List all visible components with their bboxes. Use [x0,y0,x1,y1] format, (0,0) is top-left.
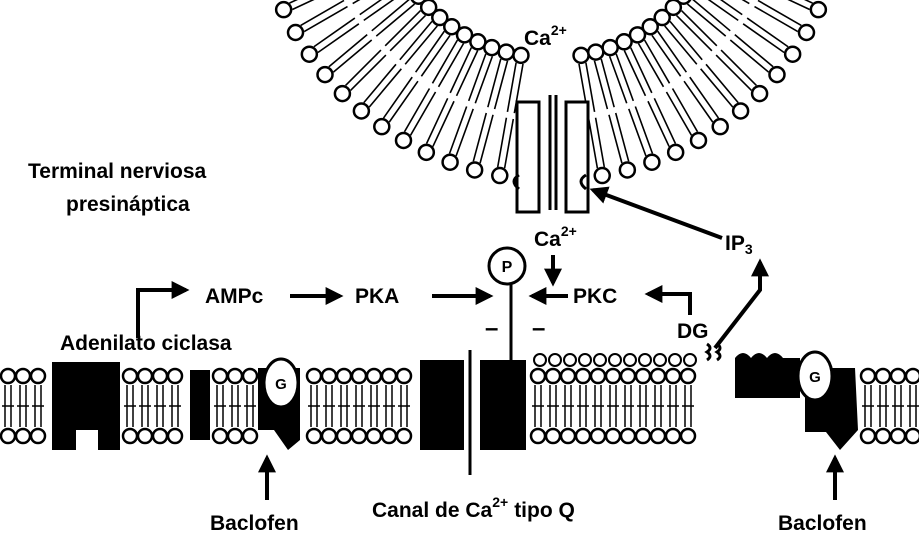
baclofen-right-label: Baclofen [778,512,867,534]
arrow-dg-to-ip3 [715,262,760,348]
g-protein-right: G [798,352,832,400]
minus-right: – [532,315,545,342]
pka-label: PKA [355,285,399,308]
terminal-label-line2: presináptica [66,193,190,216]
phosphorylation-site: P [489,248,525,284]
ampc-label: AMPc [205,285,264,308]
pkc-label: PKC [573,285,617,308]
phosphate-label: P [502,259,513,276]
arrow-dg-to-pkc [648,294,690,315]
g-protein-right-label: G [809,369,821,386]
right-receptor-complex [707,344,858,450]
baclofen-left-label: Baclofen [210,512,299,534]
vesicle-calcium-channel [514,95,588,212]
q-type-calcium-channel [420,262,526,475]
arrow-ip3-to-vesicle [593,190,722,238]
calcium-mid-label: Ca2+ [534,223,577,251]
calcium-top-label: Ca2+ [524,22,567,50]
g-protein-left-label: G [275,376,287,393]
ip3-label: IP3 [725,232,753,257]
q-type-channel-label: Canal de Ca2+tipo Q [372,494,575,522]
arrow-adenylate-to-ampc [138,290,186,338]
dg-label: DG [677,320,709,343]
g-protein-left: G [264,359,298,407]
minus-left: – [485,315,498,342]
adenylate-cyclase-label: Adenilato ciclasa [60,332,232,355]
terminal-label-line1: Terminal nerviosa [28,160,207,183]
